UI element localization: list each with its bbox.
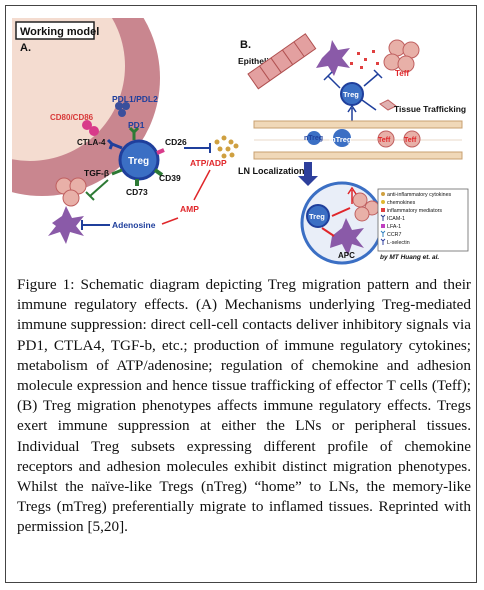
working-model-box [15, 21, 95, 40]
ntreg-label: nTreg [304, 135, 323, 142]
mtreg-cell [333, 129, 351, 147]
atp-to-amp-arrow [193, 169, 211, 201]
cd26-receptor-icon [156, 148, 165, 155]
tissue-trafficking-icon [379, 99, 397, 111]
panel-b-letter: B. [240, 39, 251, 51]
legend-item: anti-inflammatory cytokines [381, 192, 452, 198]
tgfb-receptor-icon [111, 168, 123, 176]
adenosine-label: Adenosine [112, 220, 156, 230]
teff-cluster-b [383, 39, 420, 73]
cd39-receptor-icon [153, 168, 164, 177]
amp-label: AMP [180, 204, 199, 214]
tgfb-label: TGF-β [84, 168, 109, 178]
antigen-presenting-cell-nucleus [12, 18, 125, 161]
panel-a-letter: A. [20, 42, 31, 54]
working-model-label: Working model [20, 26, 99, 38]
ln-treg-cell [306, 204, 330, 228]
cd26-inhibit-arrow [184, 143, 211, 153]
ntreg-cell [307, 131, 321, 145]
panel-b: B. Epithelia Teff Treg Tissue Traffi [238, 33, 469, 265]
epithelia-strip [247, 33, 317, 90]
legend-box [377, 188, 469, 252]
treg-inhibit-arrows [323, 69, 383, 111]
dot-icon [381, 192, 385, 196]
ln-localization-label: LN Localization [238, 166, 305, 176]
dendritic-cell-icon-b [316, 40, 350, 76]
mtreg-label: mTreg [329, 135, 352, 144]
teff-label-b: Teff [395, 69, 409, 78]
ln-teff-arrow [347, 186, 357, 204]
epithelia-label: Epithelia [238, 56, 274, 66]
legend-label: chemokines [387, 200, 416, 206]
ctla4-label: CTLA-4 [77, 138, 106, 147]
cd80-receptor-icon [82, 120, 99, 136]
pdl-receptor-icon [115, 102, 130, 117]
y-receptor-icon [380, 238, 386, 245]
cd80-label: CD80/CD86 [50, 113, 94, 122]
ln-teff-cells [352, 192, 380, 222]
y-receptor-icon [380, 214, 386, 221]
amp-to-adenosine-arrow [161, 217, 179, 225]
cd26-label: CD26 [165, 137, 187, 147]
square-icon [381, 208, 385, 212]
legend-label: anti-inflammatory cytokines [387, 192, 452, 198]
atp-label: ATP/ADP [190, 158, 227, 168]
ctla4-receptor-icon [106, 138, 123, 150]
pd1-label: PD1 [128, 120, 145, 130]
blood-vessel [253, 120, 463, 160]
y-receptor-icon [380, 230, 386, 237]
legend-label: CCR7 [387, 232, 401, 238]
teff-vessel-label-1: Teff [378, 137, 391, 144]
teff-vessel-cells [377, 130, 421, 148]
schematic-diagram: Working model A. PDL1/PDL2 CD80/CD86 Tre… [12, 18, 469, 265]
treg-label-a: Treg [128, 156, 149, 167]
figure-label: Figure 1: [17, 276, 75, 293]
inflammatory-mediators-icon [350, 50, 379, 69]
cd73-label: CD73 [126, 187, 148, 197]
treg-label-b: Treg [343, 90, 359, 99]
tissue-trafficking-label: Tissue Trafficking [394, 104, 466, 114]
ln-inhibit-arrow [331, 207, 351, 217]
square-icon [381, 224, 385, 228]
legend-item: L-selectin [380, 238, 410, 246]
pd1-receptor-icon [128, 126, 140, 140]
legend-item: CCR7 [380, 230, 401, 238]
legend-label: LFA-1 [387, 224, 401, 230]
cd39-label: CD39 [159, 173, 181, 183]
figure-caption: Figure 1: Schematic diagram depicting Tr… [17, 275, 471, 538]
chemokine-dots-icon [214, 135, 239, 159]
dendritic-cell-icon [48, 206, 84, 244]
legend-item: inflammatory mediators [381, 208, 442, 214]
pdl-label: PDL1/PDL2 [112, 94, 158, 104]
teff-cluster-a [55, 177, 87, 207]
dot-icon [381, 200, 385, 204]
legend-item: ICAM-1 [380, 214, 405, 222]
legend-item: LFA-1 [381, 224, 401, 230]
panel-a: Working model A. PDL1/PDL2 CD80/CD86 Tre… [12, 18, 239, 244]
legend-label: L-selectin [387, 240, 410, 246]
legend: anti-inflammatory cytokines chemokines i… [380, 192, 452, 246]
ln-apc-arrow [321, 227, 335, 237]
teff-vessel-label-2: Teff [404, 137, 417, 144]
ln-treg-label: Treg [309, 212, 325, 221]
adenosine-inhibit-arrow [81, 220, 110, 230]
ln-down-arrow [298, 162, 318, 186]
credit-label: by MT Huang et. al. [380, 254, 439, 261]
ln-dc-icon [330, 218, 364, 256]
caption-text: Schematic diagram depicting Treg migrati… [17, 276, 471, 536]
apc-label: APC [338, 251, 355, 260]
legend-label: inflammatory mediators [387, 208, 442, 214]
tgfb-inhibit-arrow [85, 179, 109, 201]
legend-item: chemokines [381, 200, 416, 206]
legend-label: ICAM-1 [387, 216, 405, 222]
